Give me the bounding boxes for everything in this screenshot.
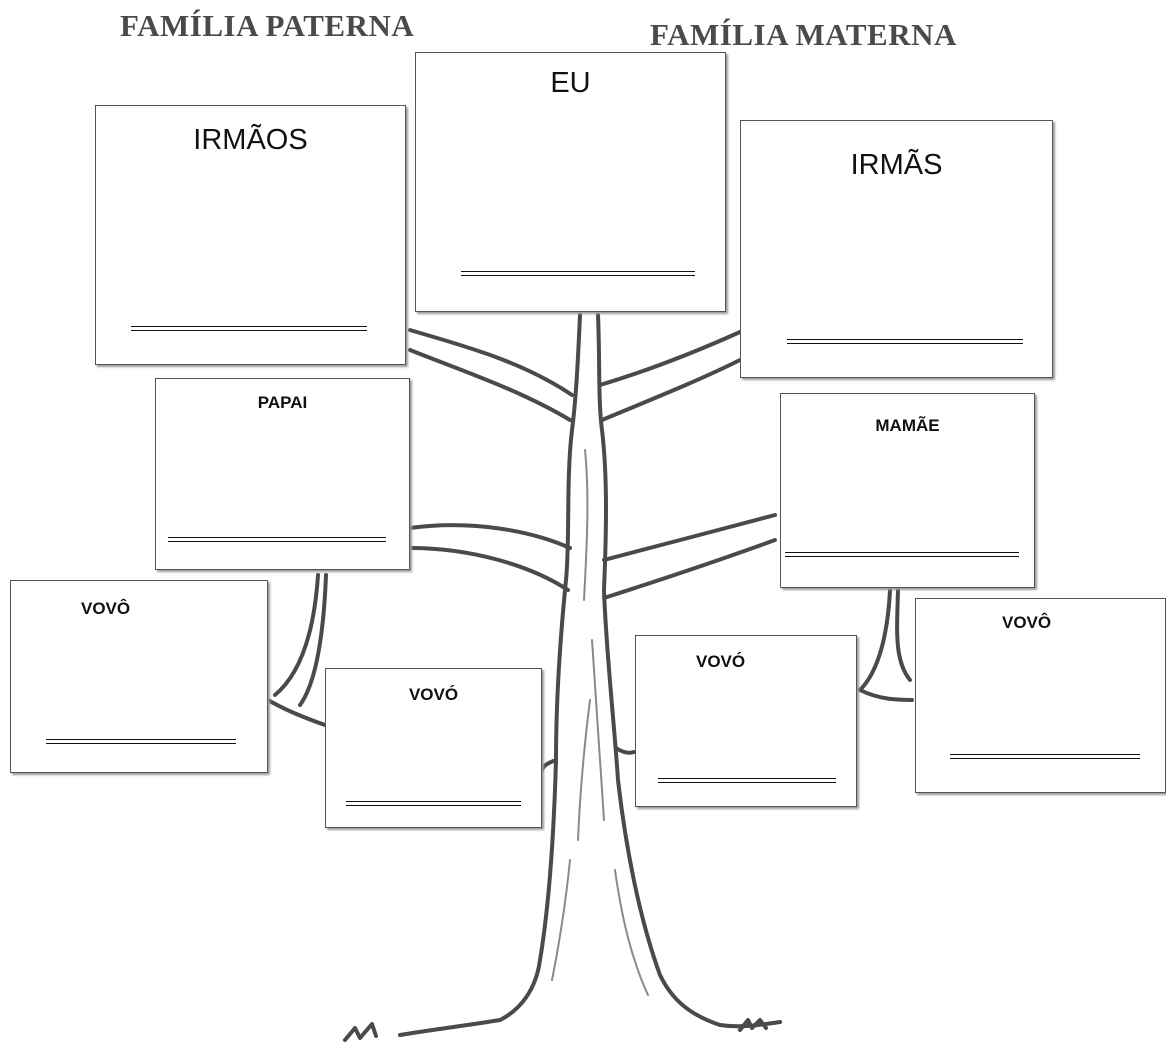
middle-right-branch [602,513,777,562]
lower-left-branch [540,758,558,772]
papai-label: PAPAI [257,393,308,412]
left-twig-b [298,573,328,707]
papai-card: PAPAI [155,378,410,570]
irmaos-label: IRMÃOS [193,124,308,156]
irmaos-name-line [131,326,367,331]
trunk-left-edge [498,313,582,1022]
eu-name-line [461,271,695,276]
bark-lines [551,449,649,996]
paternal-grandfather-label: VOVÔ [81,599,131,618]
irmaos-card: IRMÃOS [95,105,406,365]
middle-left-branch [408,523,572,550]
root-left [398,1018,502,1037]
trunk-right-edge [596,313,722,1027]
middle-left-branch-lower [408,546,570,592]
left-twig [273,573,320,697]
paternal-grandfather-card: VOVÔ [10,580,268,773]
middle-right-branch-lower [602,538,777,600]
maternal-family-heading: FAMÍLIA MATERNA [650,17,957,52]
paternal-family-heading: FAMÍLIA PATERNA [120,8,415,43]
maternal-grandmother-label: VOVÓ [696,652,746,671]
maternal-grandmother-card: VOVÓ [635,635,857,807]
mamae-label: MAMÃE [875,416,940,435]
maternal-grandfather-label: VOVÔ [1002,613,1052,632]
paternal-grandfather-name-line [46,739,236,744]
upper-right-branch-lower [600,358,742,422]
eu-label: EU [550,67,591,99]
irmas-card: IRMÃS [740,120,1053,378]
right-twig-c [858,688,914,702]
upper-left-branch [408,328,574,397]
paternal-grandmother-card: VOVÓ [325,668,542,828]
maternal-grandmother-name-line [658,778,836,783]
maternal-grandfather-card: VOVÔ [915,598,1166,793]
paternal-grandmother-label: VOVÓ [408,685,459,704]
lower-right-branch [614,746,636,755]
irmas-label: IRMÃS [850,149,943,181]
mamae-name-line [785,552,1019,557]
irmas-name-line [787,339,1023,344]
mamae-card: MAMÃE [780,393,1035,588]
upper-left-branch-lower [408,348,572,422]
eu-card: EU [415,52,726,312]
right-twig-b [895,588,912,682]
right-twig [858,588,892,692]
maternal-grandfather-name-line [950,754,1140,759]
ground-grass [343,1018,768,1042]
upper-right-branch [598,330,742,387]
left-twig-c [266,698,327,727]
papai-name-line [168,537,386,542]
paternal-grandmother-name-line [346,801,521,806]
